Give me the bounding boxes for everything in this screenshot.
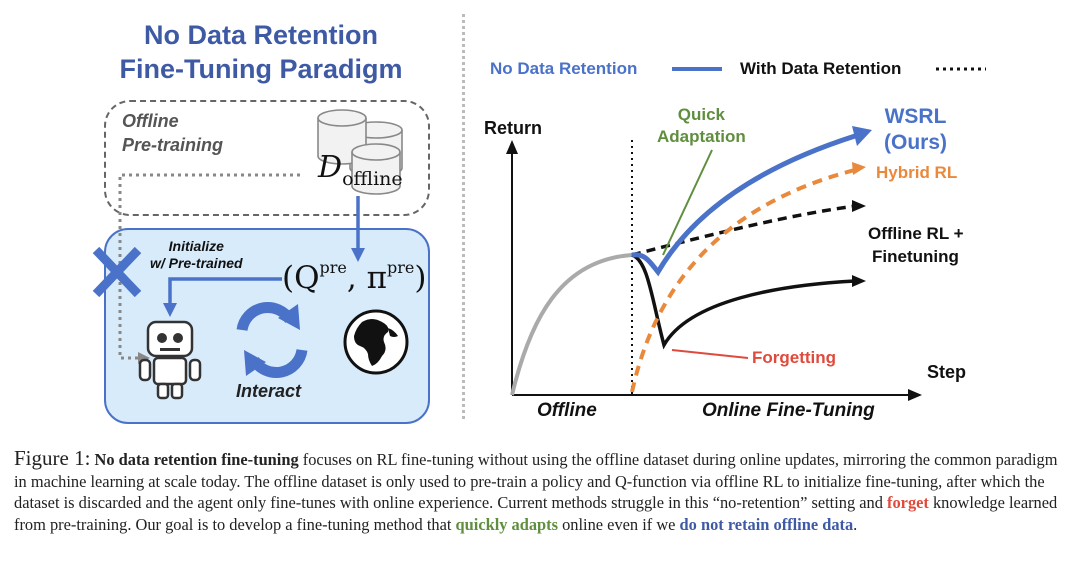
figure-caption: Figure 1: No data retention fine-tuning …	[14, 446, 1074, 535]
offline-pretraining-box	[104, 100, 430, 216]
globe-icon	[343, 309, 409, 375]
chart	[506, 67, 986, 401]
quick-adaptation-pointer	[662, 149, 713, 256]
series-wsrl	[631, 133, 856, 277]
series-offline-pretraining	[510, 253, 633, 396]
dataset-label: Doffline	[318, 150, 403, 190]
quick-adaptation-label: Quick Adaptation	[657, 105, 746, 146]
legend-no-retention: No Data Retention	[490, 59, 638, 78]
initialize-arrow	[168, 277, 282, 305]
caption-forget: forget	[887, 493, 929, 512]
phase-offline-label: Offline	[537, 400, 597, 421]
cross-icon	[92, 246, 142, 298]
left-panel-graphics	[92, 109, 409, 400]
initialize-label: Initialize w/ Pre-trained	[150, 238, 243, 271]
series-hybrid-rl	[630, 168, 856, 393]
interact-label: Interact	[236, 381, 302, 401]
series-with-retention-dashed	[631, 204, 856, 257]
offline-label-line1: Offline	[122, 111, 179, 131]
forgetting-pointer	[671, 349, 749, 359]
caption-text-3: online even if we	[558, 514, 680, 534]
forgetting-label: Forgetting	[752, 348, 837, 367]
caption-bold-lead: No data retention fine-tuning	[94, 450, 299, 469]
caption-text-2: knowledge learned from pre-training. Our…	[14, 493, 1058, 534]
offline-pretraining-label: Offline Pre-training	[122, 109, 223, 157]
paradigm-title-line1: No Data Retention	[143, 20, 378, 50]
database-icon	[317, 109, 403, 195]
paradigm-title: No Data Retention Fine-Tuning Paradigm	[90, 18, 432, 86]
wsrl-label: WSRL (Ours)	[884, 105, 947, 154]
caption-quickly-adapts: quickly adapts	[455, 514, 559, 534]
phase-online-label: Online Fine-Tuning	[702, 400, 875, 421]
legend-with-retention: With Data Retention	[740, 59, 902, 78]
y-axis-label: Return	[484, 118, 542, 138]
panel-divider	[462, 14, 465, 419]
offline-label-line2: Pre-training	[122, 135, 224, 155]
x-axis-label: Step	[927, 362, 967, 382]
series-offline-rl-finetuning	[631, 253, 856, 350]
offline-rl-finetuning-label: Offline RL + Finetuning	[868, 224, 964, 266]
figure-label: Figure 1:	[14, 446, 91, 470]
caption-text-4: .	[853, 514, 858, 534]
caption-text-1: focuses on RL fine-tuning without using …	[14, 450, 1058, 512]
robot-icon	[138, 320, 202, 400]
q-pi-label: (Qpre, πpre)	[282, 258, 427, 296]
hybrid-rl-label: Hybrid RL	[876, 163, 958, 182]
caption-no-retain: do not retain offline data	[679, 514, 854, 534]
paradigm-title-line2: Fine-Tuning Paradigm	[119, 54, 403, 84]
figure: No Data Retention Fine-Tuning Paradigm O…	[90, 14, 986, 424]
discarded-data-path	[118, 173, 300, 360]
